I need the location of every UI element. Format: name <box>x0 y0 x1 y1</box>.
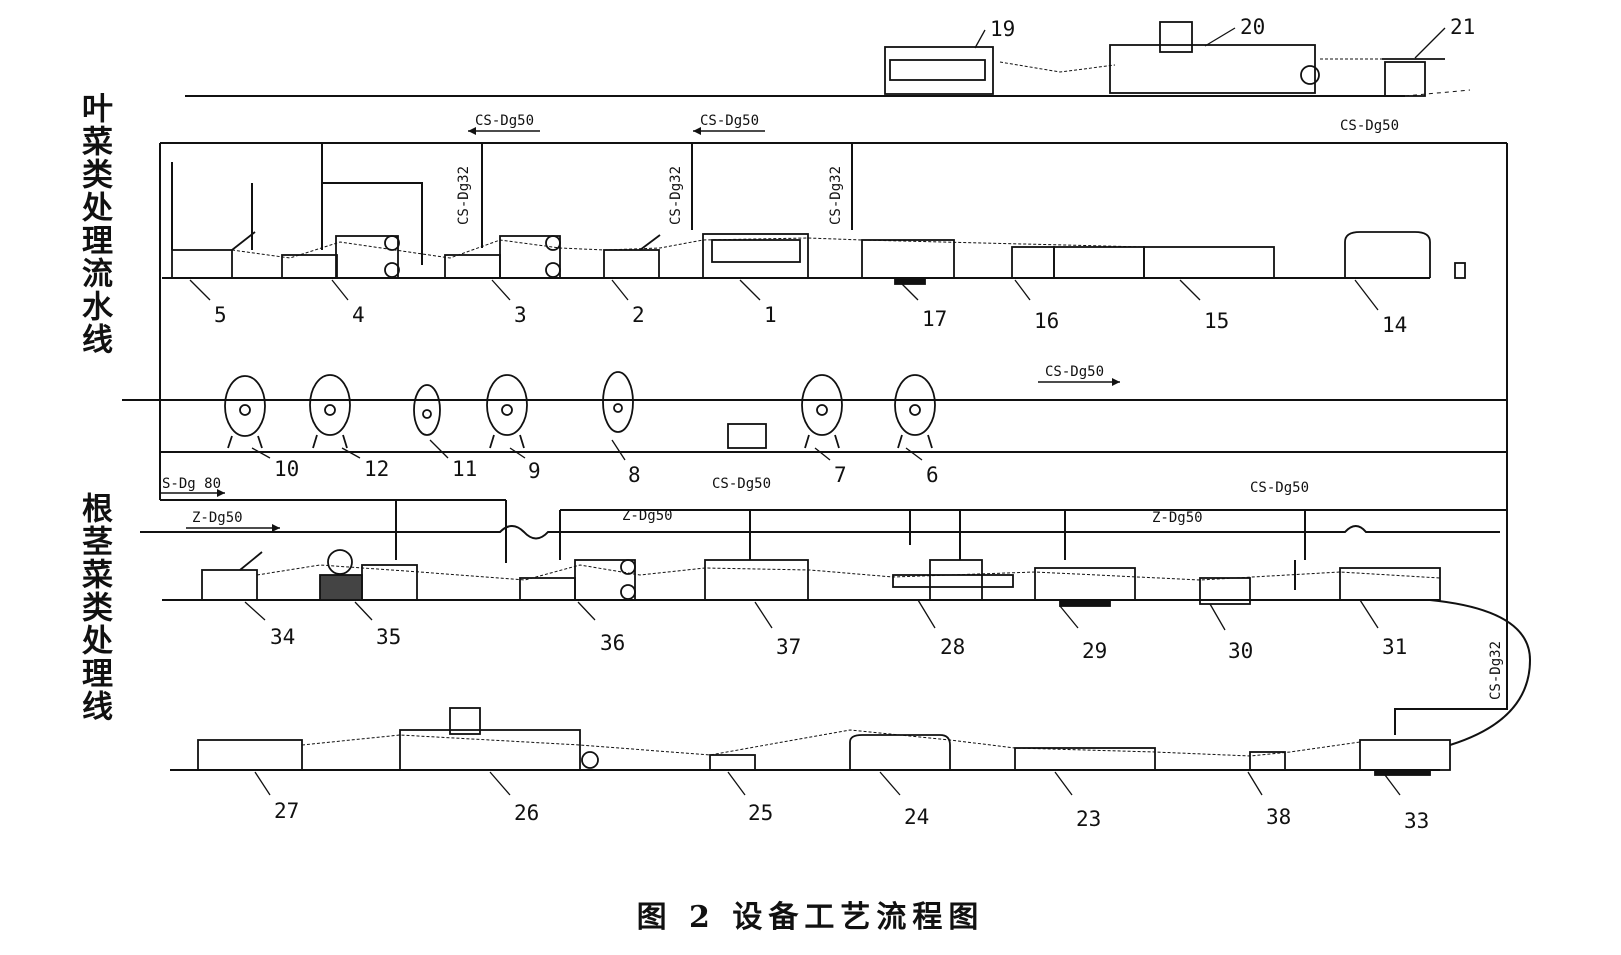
equip-14-label: 14 <box>1382 313 1407 337</box>
equip-4-label: 4 <box>352 303 365 327</box>
equip-17-label: 17 <box>922 307 947 331</box>
equip-23-label: 23 <box>1076 807 1101 831</box>
equip-25-label: 25 <box>748 801 773 825</box>
equip-16-label: 16 <box>1034 309 1059 333</box>
pipe-label-cs50-5: CS-Dg50 <box>712 476 771 492</box>
equip-5-label: 5 <box>214 303 227 327</box>
equip-38-label: 37 <box>776 635 801 659</box>
equip-26-label: 26 <box>514 801 539 825</box>
equip-2-shape <box>603 249 660 279</box>
pipe-label-z50-2: Z-Dg50 <box>622 508 673 524</box>
equip-10-label: 10 <box>274 457 299 481</box>
equip-19-label: 19 <box>990 17 1015 41</box>
equip-21-label: 21 <box>1450 15 1475 39</box>
equip-16-shape <box>1011 246 1055 279</box>
equip-28-shape <box>929 559 983 601</box>
equip-2-label: 2 <box>632 303 645 327</box>
equip-26-shape <box>399 729 581 771</box>
equip-9-label: 9 <box>528 459 541 483</box>
equip-38-shape <box>704 559 809 601</box>
equip-31-label: 31 <box>1382 635 1407 659</box>
equip-28-label: 28 <box>940 635 965 659</box>
equip-15-shape <box>1143 246 1275 279</box>
equip-1-label: 1 <box>764 303 777 327</box>
equip-1-shape <box>702 233 809 279</box>
equip-19-shape <box>884 46 994 95</box>
equip-24-label: 24 <box>904 805 929 829</box>
pipe-label-cs32-2: CS-Dg32 <box>668 166 684 225</box>
root-line-label: 根茎菜类处理线 <box>76 492 112 723</box>
equip-3-label: 3 <box>514 303 527 327</box>
equip-30-shape <box>1199 577 1251 605</box>
pipe-label-z50-3: Z-Dg50 <box>1152 510 1203 526</box>
equip-21-shape <box>1384 61 1426 97</box>
equip-30-label: 30 <box>1228 639 1253 663</box>
equip-6-label: 6 <box>926 463 939 487</box>
pipe-label-cs50-2: CS-Dg50 <box>700 113 759 129</box>
equip-4-shape <box>335 235 399 279</box>
figure-caption: 图 2 设备工艺流程图 <box>636 900 985 935</box>
pipe-label-cs32-3: CS-Dg32 <box>828 166 844 225</box>
equip-3-shape <box>499 235 561 279</box>
equip-33-shape <box>1359 739 1451 771</box>
equip-14-shape <box>1344 231 1431 278</box>
equip-12-label: 12 <box>364 457 389 481</box>
equip-33-label: 33 <box>1404 809 1429 833</box>
equip-11-label: 11 <box>452 457 477 481</box>
equip-7-label: 7 <box>834 463 847 487</box>
equip-5-shape <box>171 249 233 279</box>
equip-34-label: 38 <box>1266 805 1291 829</box>
equip-20-shape <box>1109 44 1316 94</box>
equip-35-label: 34 <box>270 625 295 649</box>
equip-17-shape <box>861 239 955 279</box>
pipe-label-cs50-3: CS-Dg50 <box>1340 118 1399 134</box>
equip-25-shape <box>709 754 756 771</box>
pipe-label-cs32-1: CS-Dg32 <box>456 166 472 225</box>
equip-37-label: 36 <box>600 631 625 655</box>
equip-15-label: 15 <box>1204 309 1229 333</box>
process-flow-diagram: CS-Dg50 CS-Dg50 CS-Dg50 CS-Dg50 CS-Dg50 … <box>122 15 1532 833</box>
pipe-label-cs50-1: CS-Dg50 <box>475 113 534 129</box>
equip-29-label: 29 <box>1082 639 1107 663</box>
equip-8-label: 8 <box>628 463 641 487</box>
equip-35-shape <box>201 569 258 601</box>
equip-36-label: 35 <box>376 625 401 649</box>
equip-31-shape <box>1339 567 1441 601</box>
pipe-label-s80: S-Dg 80 <box>162 476 221 492</box>
pipe-label-cs50-6: CS-Dg50 <box>1250 480 1309 496</box>
equip-23-shape <box>1014 747 1156 771</box>
equip-24-shape <box>849 734 951 770</box>
pipe-label-z50-1: Z-Dg50 <box>192 510 243 526</box>
equip-20-label: 20 <box>1240 15 1265 39</box>
leafy-line-label: 叶菜类处理流水线 <box>76 92 112 356</box>
tank-row <box>224 371 936 449</box>
equip-34-shape <box>1249 751 1286 771</box>
equip-36-shape <box>319 574 363 601</box>
equip-27-label: 27 <box>274 799 299 823</box>
pipe-label-cs50-4: CS-Dg50 <box>1045 364 1104 380</box>
equip-27-shape <box>197 739 303 771</box>
pipe-label-cs32-4: CS-Dg32 <box>1488 641 1504 700</box>
